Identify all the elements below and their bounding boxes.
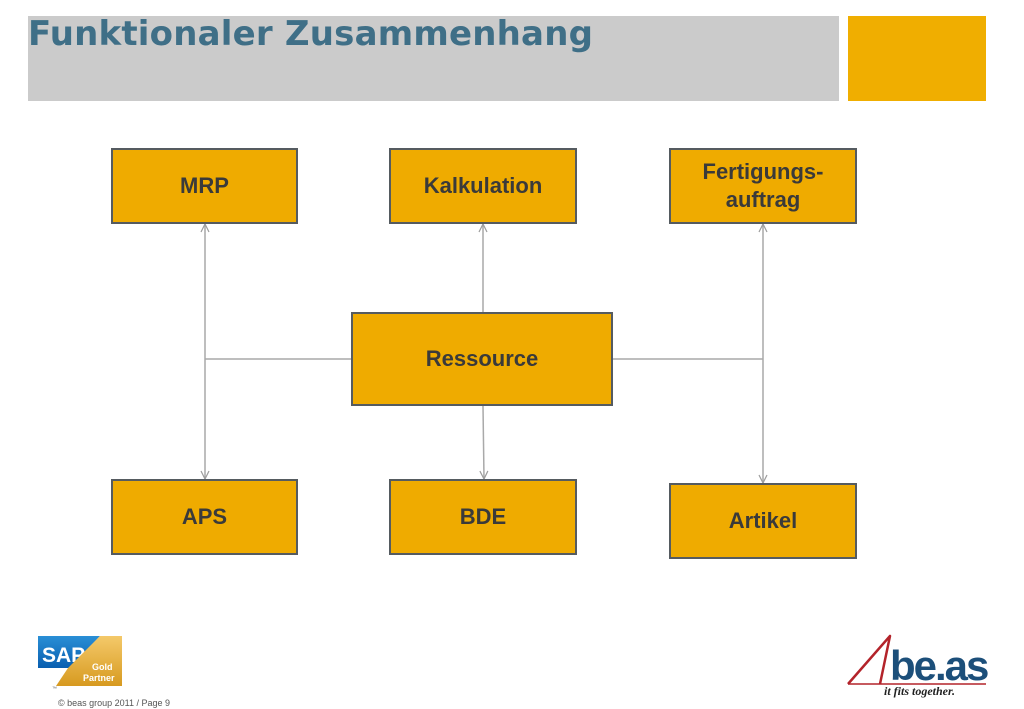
title-bar (28, 16, 839, 101)
beas-logo-text: be.as (890, 642, 988, 689)
node-fertigungsauftrag: Fertigungs- auftrag (669, 148, 857, 224)
node-artikel-label: Artikel (728, 508, 798, 533)
node-mrp-label: MRP (180, 173, 229, 198)
beas-tagline: it fits together. (884, 684, 955, 698)
node-fertigungsauftrag-label-line1: Fertigungs- (702, 159, 824, 184)
node-aps: APS (111, 479, 298, 555)
node-fertigungsauftrag-label-line2: auftrag (725, 187, 801, 212)
node-bde-label: BDE (459, 504, 507, 529)
sap-logo-text: SAP (42, 644, 85, 667)
page-title: Funktionaler Zusammenhang (28, 14, 594, 54)
sap-badge-gold: Gold (92, 662, 113, 672)
node-artikel: Artikel (669, 483, 857, 559)
accent-box (848, 16, 986, 101)
connector-to-bde (483, 405, 484, 479)
node-ressource: Ressource (351, 312, 613, 406)
footer-copyright: © beas group 2011 / Page 9 (58, 698, 171, 708)
node-kalkulation: Kalkulation (389, 148, 577, 224)
node-kalkulation-label: Kalkulation (423, 173, 543, 198)
sap-badge-partner: Partner (83, 673, 115, 683)
node-ressource-label: Ressource (425, 346, 539, 371)
node-bde: BDE (389, 479, 577, 555)
sap-tm-mark: ™ (52, 686, 57, 692)
sap-gold-partner-logo: SAP Gold Partner ™ (38, 636, 122, 692)
node-aps-label: APS (181, 504, 228, 529)
beas-logo: be.as it fits together. (847, 634, 990, 698)
node-mrp: MRP (111, 148, 298, 224)
